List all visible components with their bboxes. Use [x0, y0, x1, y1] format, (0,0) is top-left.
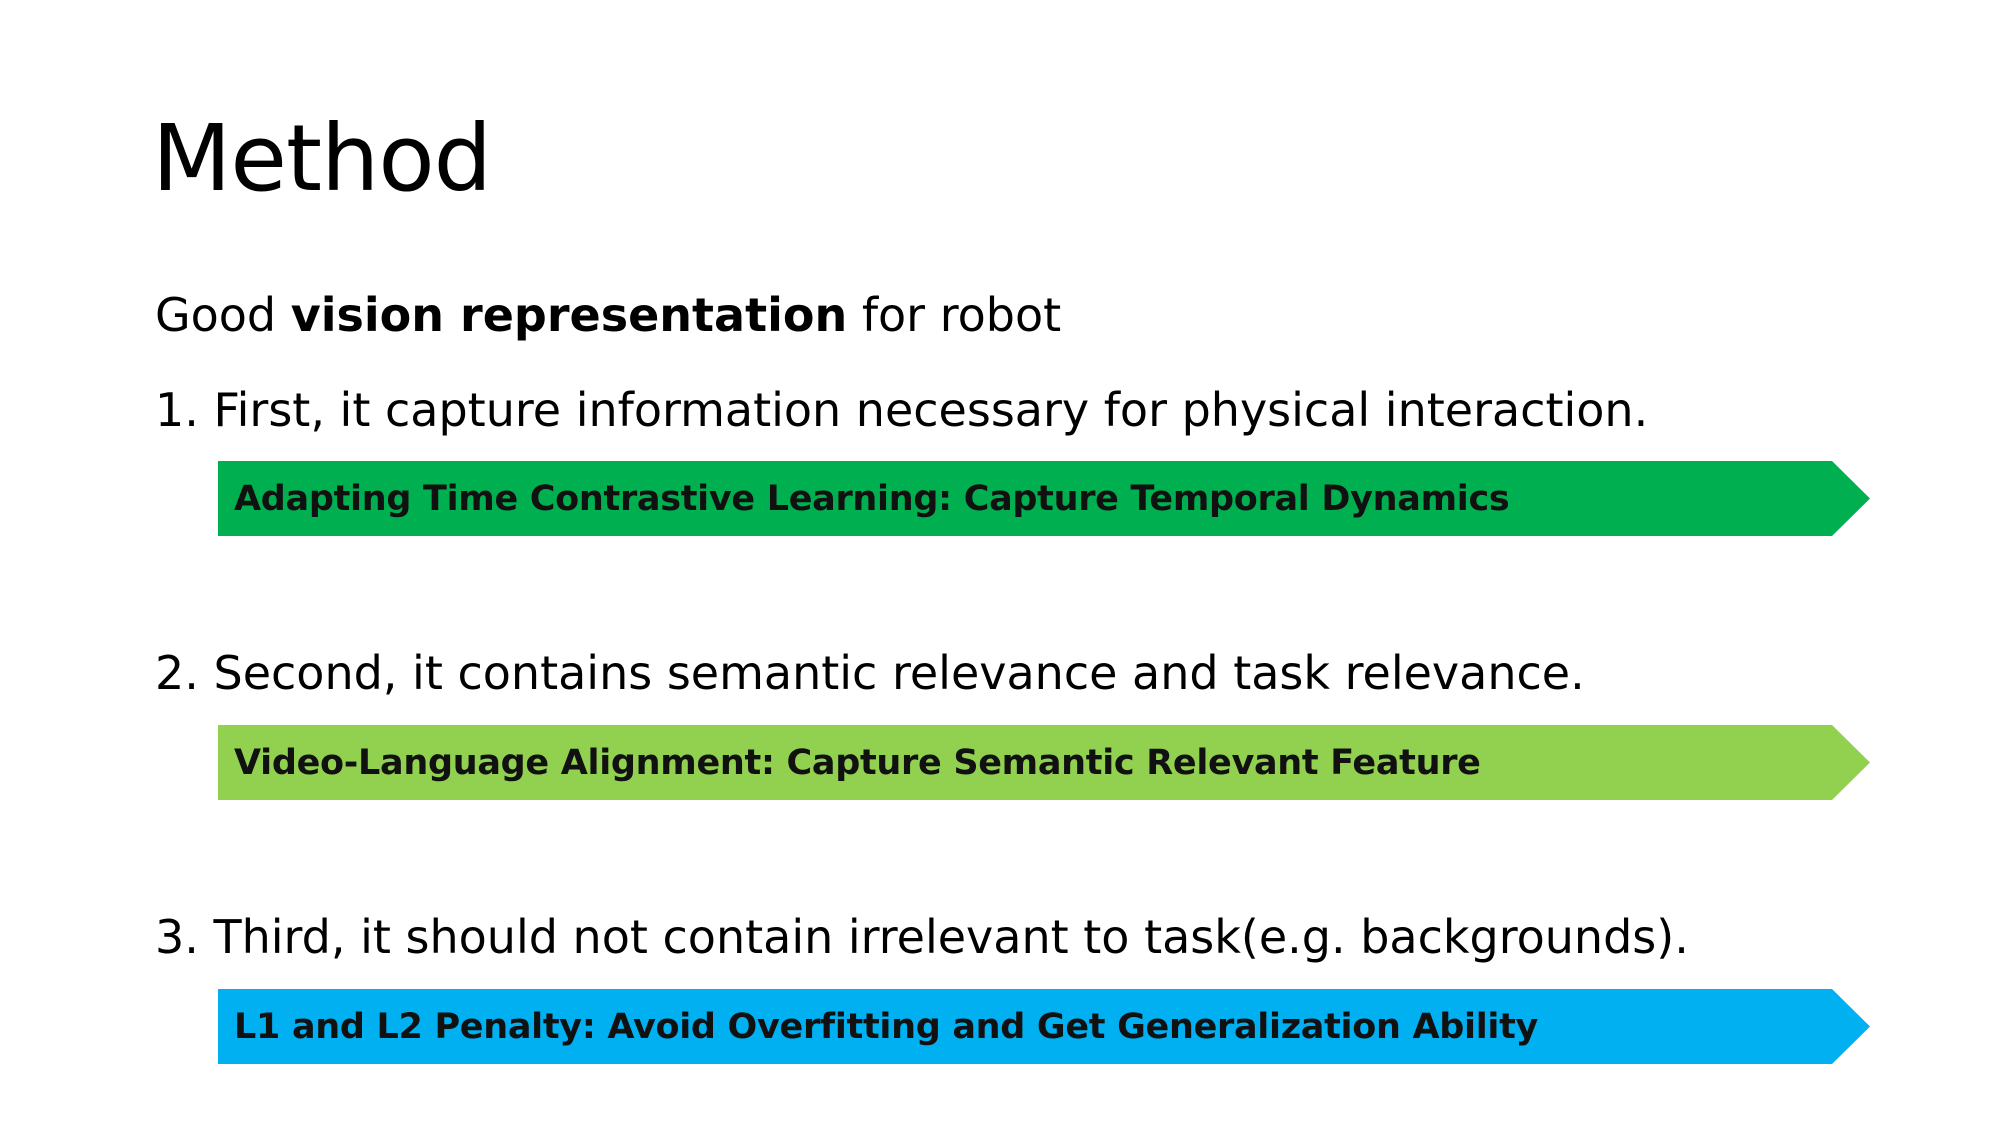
slide-title: Method [152, 105, 492, 212]
point-2-arrow-label: Video-Language Alignment: Capture Semant… [234, 742, 1481, 783]
point-1-text: 1. First, it capture information necessa… [155, 383, 1649, 437]
point-3-text: 3. Third, it should not contain irreleva… [155, 910, 1689, 964]
point-3-arrow-label: L1 and L2 Penalty: Avoid Overfitting and… [234, 1006, 1539, 1047]
point-1-arrow-label: Adapting Time Contrastive Learning: Capt… [234, 478, 1510, 519]
intro-line: Good vision representation for robot [155, 288, 1061, 343]
point-1-arrow: Adapting Time Contrastive Learning: Capt… [218, 461, 1870, 536]
intro-prefix: Good [155, 288, 291, 342]
point-3-arrow: L1 and L2 Penalty: Avoid Overfitting and… [218, 989, 1870, 1064]
point-2-text: 2. Second, it contains semantic relevanc… [155, 646, 1585, 700]
intro-suffix: for robot [847, 288, 1062, 342]
intro-bold: vision representation [290, 288, 848, 342]
point-2-arrow: Video-Language Alignment: Capture Semant… [218, 725, 1870, 800]
